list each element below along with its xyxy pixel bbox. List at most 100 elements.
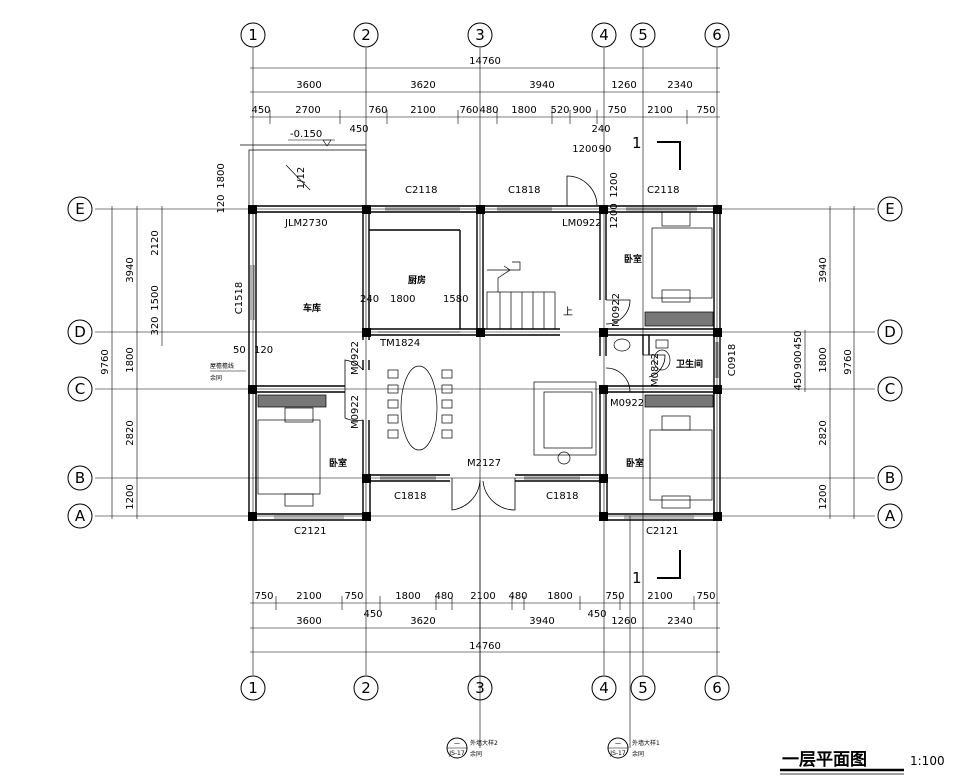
axis-label: E: [75, 200, 84, 218]
axis-label: D: [74, 323, 86, 341]
dim-text: 2100: [296, 591, 321, 602]
left-dimension-text: 9760 3940 1800 2820 1200 2120 1500 320 1…: [100, 163, 227, 509]
dim-text: 450: [349, 124, 368, 135]
drawing-title: 一层平面图 1:100: [780, 750, 945, 775]
room-labels: 车库 厨房 卧室 卧室 卧室 卫生间 上: [303, 253, 703, 469]
axis-label: 2: [361, 679, 371, 697]
label-c2118: C2118: [405, 185, 437, 196]
dim-text: 2120: [150, 230, 161, 255]
label-tm1824: TM1824: [379, 338, 420, 349]
dim-text: 50: [233, 345, 246, 356]
gutter-note: 屋檐檐线: [210, 362, 234, 370]
dim-overall-left: 9760: [100, 349, 111, 374]
section-mark: 1: [632, 134, 642, 152]
dim-text: 1800: [125, 347, 136, 372]
dim-text: 2340: [667, 616, 692, 627]
dim-text: 750: [696, 591, 715, 602]
title-main: 一层平面图: [782, 750, 867, 770]
axis-label: B: [885, 469, 895, 487]
dim-text: 1800: [511, 105, 536, 116]
axis-label: A: [885, 507, 896, 525]
dim-text: 480: [479, 105, 498, 116]
dim-text: 2340: [667, 80, 692, 91]
stair-up-label: 上: [563, 306, 573, 318]
detail-title: 外墙大样1: [632, 739, 660, 747]
dim-overall-right: 9760: [843, 349, 854, 374]
axis-label: E: [885, 200, 894, 218]
dim-text: 1580: [443, 294, 468, 305]
room-bedroom: 卧室: [329, 457, 347, 469]
axis-bubbles-left: E D C B A: [67, 196, 93, 529]
dim-text: 450: [251, 105, 270, 116]
dim-text: 1260: [611, 80, 636, 91]
room-bedroom: 卧室: [624, 253, 642, 265]
dim-text: 120: [216, 194, 227, 213]
label-c2121: C2121: [294, 526, 326, 537]
top-dimension-text: 14760 3600 3620 3940 1260 2340 450 2700 …: [251, 56, 715, 155]
axis-label: 5: [638, 679, 648, 697]
dim-text: 450: [793, 371, 804, 390]
axis-label: 2: [361, 26, 371, 44]
axis-lines: [95, 48, 875, 675]
dim-text: 3940: [529, 616, 554, 627]
notes: -0.150 1/12 50 120 240 1800 1580 1200 12…: [210, 129, 620, 382]
dim-text: 2100: [470, 591, 495, 602]
dim-text: 450: [793, 330, 804, 349]
room-bedroom: 卧室: [626, 457, 644, 469]
axis-label: C: [885, 380, 895, 398]
slope-label: 1/12: [296, 167, 307, 189]
axis-label: 6: [712, 26, 722, 44]
dim-text: 3940: [529, 80, 554, 91]
bottom-dimension-text: 750 2100 750 1800 480 2100 480 1800 750 …: [254, 591, 715, 652]
label-m0922: M0922: [610, 398, 644, 409]
dim-text: 1500: [150, 285, 161, 310]
label-m2127: M2127: [467, 458, 501, 469]
label-c1518: C1518: [234, 282, 245, 314]
dim-text: 1200: [609, 172, 620, 197]
dim-text: 900: [572, 105, 591, 116]
section-mark: 1: [632, 569, 642, 587]
dim-text: 750: [607, 105, 626, 116]
gutter-note-ref: 余同: [210, 374, 222, 382]
columns: [248, 205, 722, 521]
doors: [344, 175, 666, 511]
axis-label: D: [884, 323, 896, 341]
axis-bubbles-bottom: 1 2 3 4 5 6: [240, 675, 730, 701]
label-jlm2730: JLM2730: [284, 218, 328, 229]
dim-text: 240: [360, 294, 379, 305]
axis-label: 5: [638, 26, 648, 44]
axis-label: C: [75, 380, 85, 398]
detail-sheet: JS-17: [448, 750, 465, 757]
axis-label: 1: [248, 26, 258, 44]
label-c0918: C0918: [727, 344, 738, 376]
dim-text: 3600: [296, 616, 321, 627]
axis-label: A: [75, 507, 86, 525]
label-c1818: C1818: [546, 491, 578, 502]
dim-text: 2100: [647, 105, 672, 116]
dim-text: 3940: [125, 257, 136, 282]
staircase: [486, 261, 556, 330]
dim-text: 750: [344, 591, 363, 602]
dim-text: 240: [591, 124, 610, 135]
label-c1818: C1818: [508, 185, 540, 196]
dim-text: 320: [150, 316, 161, 335]
dim-overall-bottom: 14760: [469, 641, 501, 652]
detail-ref: 余同: [632, 750, 644, 758]
dim-text: 1800: [547, 591, 572, 602]
dim-text: 1200: [818, 484, 829, 509]
garage-ramp: [240, 144, 367, 206]
dim-text: 480: [508, 591, 527, 602]
label-m0922: M0922: [611, 293, 622, 327]
dim-text: 750: [696, 105, 715, 116]
title-scale: 1:100: [910, 754, 945, 768]
dim-text: 750: [254, 591, 273, 602]
detail-sheet: JS-17: [609, 750, 626, 757]
dim-text: 1800: [395, 591, 420, 602]
dim-overall-top: 14760: [469, 56, 501, 67]
right-dimension-text: 9760 3940 1800 2820 1200 450 900 450: [793, 257, 854, 509]
label-lm0922: LM0922: [562, 218, 602, 229]
label-m0822: M0822: [650, 353, 661, 387]
dim-text: 520: [550, 105, 569, 116]
dim-text: 900: [793, 350, 804, 369]
